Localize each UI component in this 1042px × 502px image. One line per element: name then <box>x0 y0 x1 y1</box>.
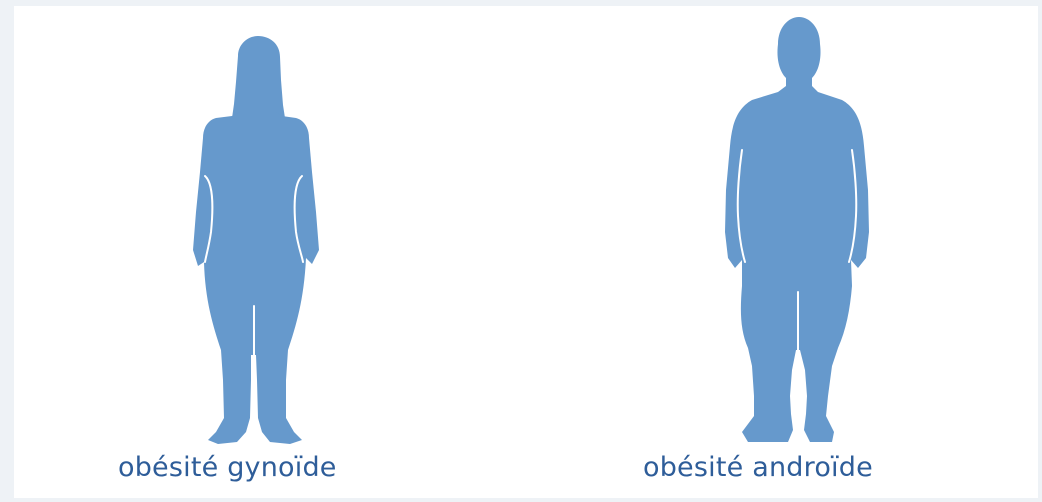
woman-silhouette-icon <box>193 36 319 444</box>
caption-gynoid: obésité gynoïde <box>118 452 337 484</box>
caption-android: obésité androïde <box>643 452 873 484</box>
man-silhouette-icon <box>725 17 869 442</box>
